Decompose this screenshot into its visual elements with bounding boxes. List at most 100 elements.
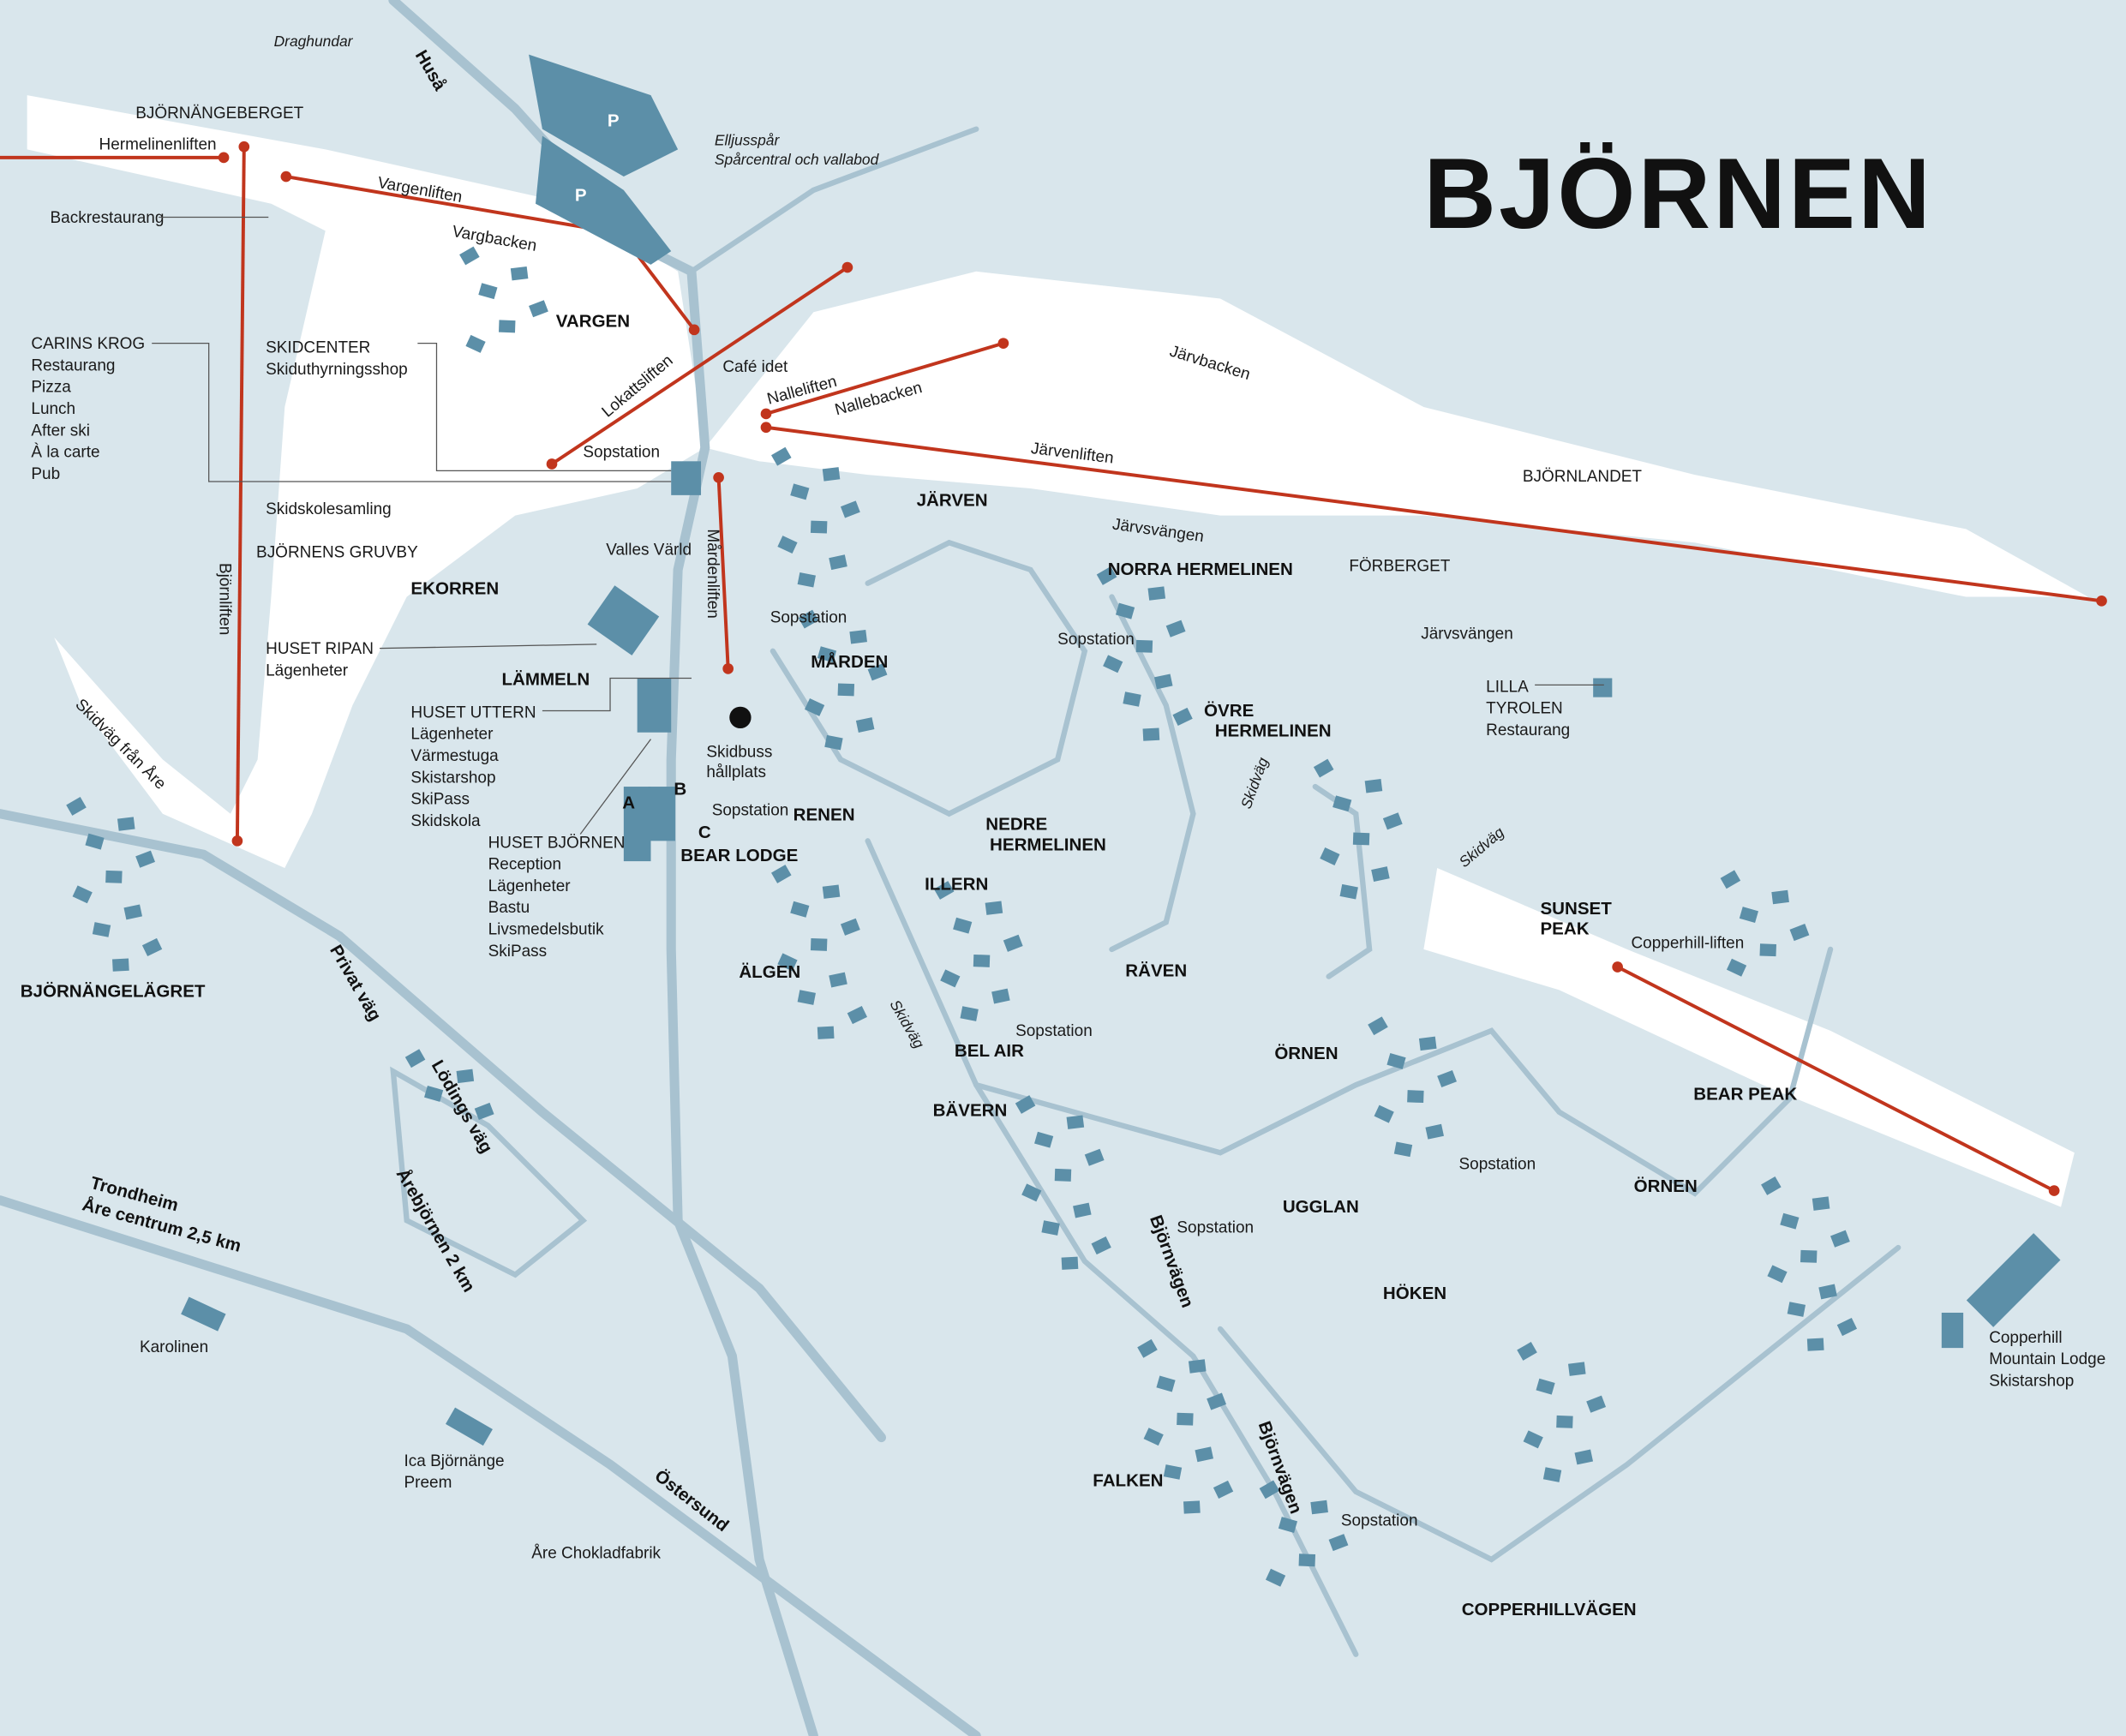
slope-label: Järvsvängen	[1111, 516, 1205, 547]
area-illern: ILLERN	[925, 874, 988, 894]
sopstation-label: Sopstation	[583, 444, 660, 462]
area-norra-hermelinen: NORRA HERMELINEN	[1108, 560, 1293, 579]
slope-label: Skidväg	[1456, 823, 1508, 871]
parking-sign: P	[608, 111, 620, 130]
sopstation-label: Sopstation	[712, 801, 789, 819]
house	[1542, 1467, 1562, 1482]
house	[960, 1006, 979, 1021]
building-bear-lodge-a	[623, 787, 651, 862]
house	[840, 918, 860, 936]
house	[1265, 1568, 1286, 1587]
house	[1437, 1069, 1457, 1088]
house	[1787, 1302, 1806, 1317]
house	[1084, 1148, 1105, 1166]
house	[510, 266, 529, 281]
area-raven: RÄVEN	[1125, 961, 1187, 981]
house	[817, 646, 837, 663]
ica-label: Preem	[404, 1474, 452, 1492]
house	[777, 536, 798, 554]
house	[1103, 655, 1123, 673]
bus-stop-icon	[729, 706, 752, 729]
area-bear-lodge: BEAR LODGE	[680, 846, 798, 865]
house	[1207, 1392, 1226, 1410]
house	[1165, 620, 1186, 638]
skidskole-label: Skidskolesamling	[266, 500, 392, 518]
gruvby-label: BJÖRNENS GRUVBY	[256, 544, 418, 562]
house	[1278, 1517, 1298, 1534]
slope-label: Järvsvängen	[1421, 626, 1513, 644]
choklad-label: Åre Chokladfabrik	[531, 1544, 661, 1562]
building-label-c: C	[698, 823, 711, 842]
buildings	[66, 54, 2061, 1587]
house	[1195, 1446, 1213, 1463]
slope-label: Skidväg	[1237, 755, 1272, 811]
house	[1073, 1202, 1092, 1218]
house	[1061, 1256, 1079, 1270]
house	[1172, 707, 1193, 727]
house	[1183, 1500, 1201, 1514]
area-ekorren: EKORREN	[410, 578, 499, 598]
house	[985, 901, 1003, 915]
house	[1386, 1052, 1406, 1069]
house	[867, 663, 888, 681]
house	[940, 969, 961, 988]
house	[1789, 924, 1810, 942]
house	[1259, 1480, 1280, 1500]
house	[1364, 779, 1383, 793]
house	[1163, 1464, 1183, 1480]
house	[1374, 1104, 1394, 1123]
house	[1213, 1480, 1234, 1499]
house	[1188, 1359, 1207, 1374]
lift-label: Copperhill-liften	[1631, 934, 1744, 952]
house	[1574, 1449, 1594, 1465]
house	[771, 865, 792, 883]
sopstation-label: Sopstation	[1177, 1219, 1254, 1237]
elljus-label: Spårcentral och vallabod	[715, 151, 880, 168]
parking-lot	[529, 54, 679, 177]
sopstation-label: Sopstation	[1341, 1512, 1418, 1529]
area-copperhillvagen: COPPERHILLVÄGEN	[1462, 1600, 1637, 1619]
area-bjornangelagret: BJÖRNÄNGELÄGRET	[21, 981, 206, 1001]
house	[1054, 1168, 1072, 1182]
house	[1135, 639, 1153, 653]
map-title: BJÖRNEN	[1423, 137, 1933, 249]
house	[1800, 1249, 1818, 1263]
cafe-label: Café idet	[722, 358, 788, 376]
house	[112, 958, 129, 972]
house	[1123, 691, 1141, 707]
house	[1091, 1236, 1111, 1255]
slope-label: Skidväg från Åre	[71, 696, 169, 793]
house	[1759, 943, 1776, 957]
house	[1096, 566, 1117, 585]
house	[829, 554, 847, 571]
area-labels: VARGEN JÄRVEN NORRA HERMELINEN EKORREN L…	[21, 312, 1798, 1619]
house	[1726, 958, 1747, 977]
house	[822, 884, 841, 899]
house	[790, 483, 810, 500]
house	[1328, 1534, 1349, 1552]
house	[1041, 1220, 1060, 1236]
house	[797, 572, 816, 588]
house	[1761, 1176, 1782, 1195]
house	[849, 629, 867, 644]
house	[1352, 832, 1370, 846]
house	[529, 300, 548, 318]
area-algen: ÄLGEN	[739, 962, 800, 982]
house	[777, 953, 798, 972]
house	[1115, 602, 1135, 620]
house	[1517, 1342, 1537, 1361]
house	[1407, 1090, 1424, 1104]
house	[1147, 586, 1166, 601]
house	[1137, 1338, 1158, 1358]
house	[1771, 889, 1789, 905]
house	[810, 937, 828, 951]
area-falken: FALKEN	[1093, 1471, 1163, 1491]
lift-label: Mårdenliften	[704, 529, 722, 618]
house	[855, 717, 875, 733]
